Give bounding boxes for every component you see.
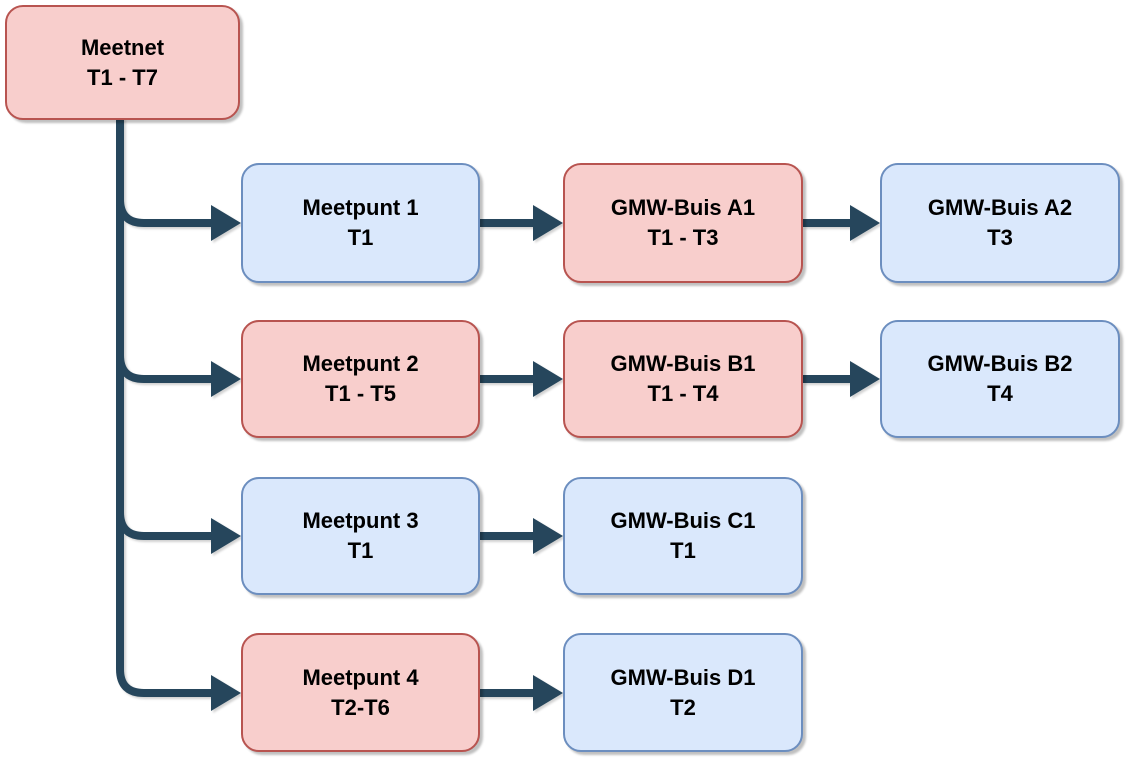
- node-gmw-buis-a2: GMW-Buis A2 T3: [880, 163, 1120, 283]
- node-meetnet: Meetnet T1 - T7: [5, 5, 240, 120]
- arrowhead-d1: [533, 675, 563, 711]
- node-subtitle: T1: [670, 538, 696, 563]
- node-gmw-buis-a1: GMW-Buis A1 T1 - T3: [563, 163, 803, 283]
- node-subtitle: T1 - T7: [87, 64, 158, 90]
- node-title: GMW-Buis A2: [927, 195, 1073, 221]
- node-meetpunt-3: Meetpunt 3 T1: [241, 477, 480, 595]
- node-subtitle: T1: [347, 225, 374, 250]
- node-subtitle: T2-T6: [331, 694, 390, 720]
- branch-meetpunt-2: [116, 354, 214, 383]
- node-gmw-buis-d1: GMW-Buis D1 T2: [563, 633, 803, 752]
- arrowhead-meetpunt-4: [211, 675, 241, 711]
- arrowhead-a2: [850, 205, 880, 241]
- node-subtitle: T1 - T5: [325, 381, 396, 406]
- node-meetpunt-1: Meetpunt 1 T1: [241, 163, 480, 283]
- node-subtitle: T2: [670, 694, 696, 720]
- arrowhead-a1: [533, 205, 563, 241]
- node-title: GMW-Buis A1: [610, 195, 756, 221]
- node-title: Meetpunt 4: [302, 664, 419, 690]
- node-meetpunt-4: Meetpunt 4 T2-T6: [241, 633, 480, 752]
- node-gmw-buis-b1: GMW-Buis B1 T1 - T4: [563, 320, 803, 438]
- node-title: Meetpunt 3: [302, 508, 419, 534]
- node-subtitle: T1 - T4: [647, 381, 719, 406]
- node-gmw-buis-c1: GMW-Buis C1 T1: [563, 477, 803, 595]
- arrowhead-meetpunt-3: [211, 518, 241, 554]
- node-title: GMW-Buis D1: [610, 664, 756, 690]
- node-title: Meetpunt 2: [302, 351, 419, 377]
- arrowhead-meetpunt-2: [211, 361, 241, 397]
- node-title: GMW-Buis C1: [610, 508, 756, 534]
- node-title: Meetpunt 1: [302, 195, 419, 221]
- arrowhead-b2: [850, 361, 880, 397]
- node-meetpunt-2: Meetpunt 2 T1 - T5: [241, 320, 480, 438]
- node-title: GMW-Buis B1: [610, 351, 756, 377]
- node-subtitle: T4: [987, 381, 1013, 406]
- arrowhead-meetpunt-1: [211, 205, 241, 241]
- arrowhead-b1: [533, 361, 563, 397]
- arrowhead-c1: [533, 518, 563, 554]
- branch-meetpunt-1: [116, 198, 214, 227]
- branch-meetpunt-3: [116, 511, 214, 540]
- node-gmw-buis-b2: GMW-Buis B2 T4: [880, 320, 1120, 438]
- node-title: GMW-Buis B2: [927, 351, 1073, 377]
- node-subtitle: T1 - T3: [647, 225, 719, 250]
- node-subtitle: T1: [347, 538, 374, 563]
- trunk-connector: [116, 118, 214, 697]
- node-subtitle: T3: [987, 225, 1013, 250]
- node-title: Meetnet: [80, 34, 165, 60]
